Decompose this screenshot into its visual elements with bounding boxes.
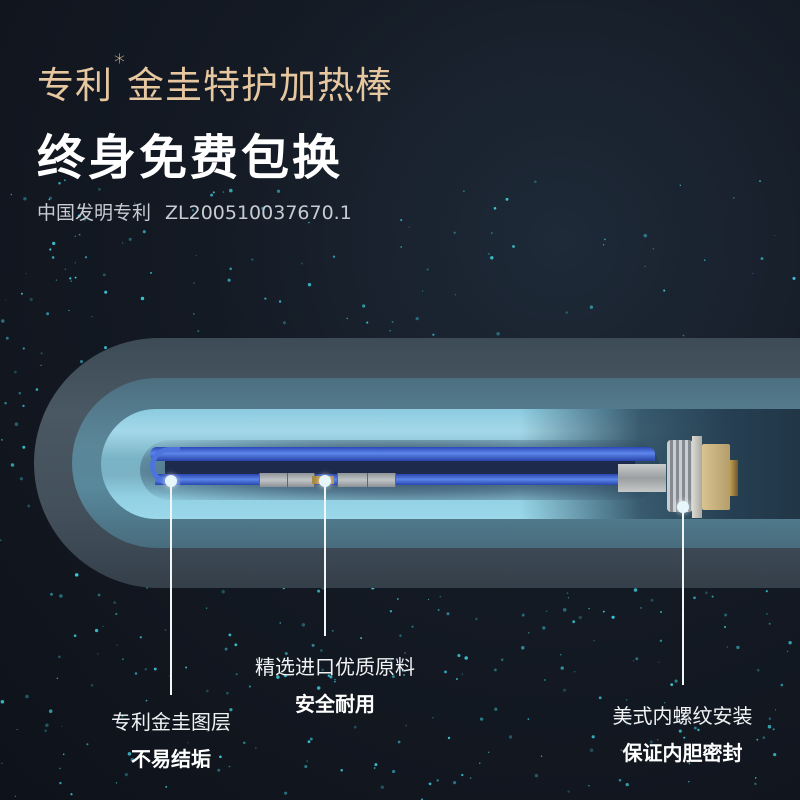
- callout-fitting-benefit: 保证内胆密封: [622, 741, 743, 765]
- fitting-flange: [692, 436, 702, 518]
- patent-label: 中国发明专利: [37, 202, 152, 224]
- threaded-fitting: [667, 440, 693, 512]
- main-title: 终身免费包换: [37, 130, 344, 186]
- rod-gap: [165, 461, 635, 474]
- patent-info: 中国发明专利 ZL200510037670.1: [37, 198, 352, 225]
- callout-coating-title: 专利金圭图层: [111, 710, 231, 734]
- marker-dot-coating: [165, 475, 177, 487]
- asterisk-mark: *: [114, 51, 126, 76]
- callout-sleeve-benefit: 安全耐用: [295, 692, 375, 716]
- headline: 专利*金圭特护加热棒: [37, 51, 393, 109]
- rod-sleeve-right-outer: [367, 473, 396, 487]
- rod-sleeve-right-inner: [337, 473, 369, 487]
- callout-sleeve-title: 精选进口优质原料: [255, 655, 415, 679]
- headline-part1: 专利: [37, 64, 113, 107]
- callout-sleeve: 精选进口优质原料 安全耐用: [235, 651, 435, 717]
- callout-coating-benefit: 不易结垢: [131, 747, 211, 771]
- marker-dot-sleeve: [319, 475, 331, 487]
- fitting-nut: [702, 444, 730, 510]
- callout-fitting-title: 美式内螺纹安装: [612, 704, 753, 728]
- callout-fitting: 美式内螺纹安装 保证内胆密封: [585, 700, 780, 766]
- leader-line-coating: [170, 481, 172, 695]
- leader-line-sleeve: [324, 481, 326, 636]
- heating-rod-upper: [150, 447, 655, 461]
- rod-mount-stub: [618, 464, 666, 492]
- rod-sleeve-left-inner: [287, 473, 315, 487]
- rod-sleeve-left-outer: [259, 473, 289, 487]
- leader-line-fitting: [682, 507, 684, 685]
- headline-part2: 金圭特护加热棒: [127, 64, 393, 107]
- marker-dot-fitting: [677, 501, 689, 513]
- electrical-terminal: [730, 460, 738, 496]
- patent-number: ZL200510037670.1: [165, 202, 352, 224]
- callout-coating: 专利金圭图层 不易结垢: [92, 706, 250, 772]
